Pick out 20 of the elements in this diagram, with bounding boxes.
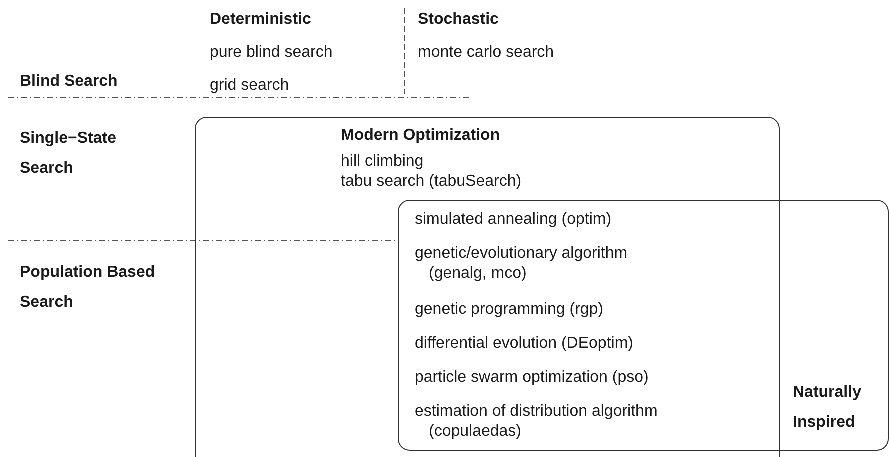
- row-heading: Blind Search: [20, 72, 118, 92]
- column-heading: Stochastic: [418, 10, 499, 30]
- algorithm-name: estimation of distribution algorithm (copulaedas): [415, 402, 659, 442]
- row-heading: Single−State Search: [20, 129, 118, 179]
- method-name: monte carlo search: [418, 43, 554, 63]
- column-heading: Deterministic: [210, 10, 312, 30]
- algorithm-name: genetic programming (rgp): [415, 300, 604, 320]
- method-name: grid search: [210, 76, 290, 96]
- group-heading: Naturally Inspired: [793, 383, 862, 433]
- algorithm-name: particle swarm optimization (pso): [415, 368, 649, 388]
- algorithm-name: differential evolution (DEoptim): [415, 334, 634, 354]
- row-heading: Population Based Search: [20, 263, 156, 313]
- group-heading: Modern Optimization: [341, 126, 500, 146]
- group-box: [195, 117, 780, 457]
- algorithm-name: simulated annealing (optim): [415, 210, 612, 230]
- algorithm-name: tabu search (tabuSearch): [341, 172, 522, 192]
- algorithm-name: genetic/evolutionary algorithm (genalg, mco): [415, 244, 629, 284]
- group-box: [398, 200, 889, 451]
- algorithm-name: hill climbing: [341, 152, 424, 172]
- method-name: pure blind search: [210, 43, 333, 63]
